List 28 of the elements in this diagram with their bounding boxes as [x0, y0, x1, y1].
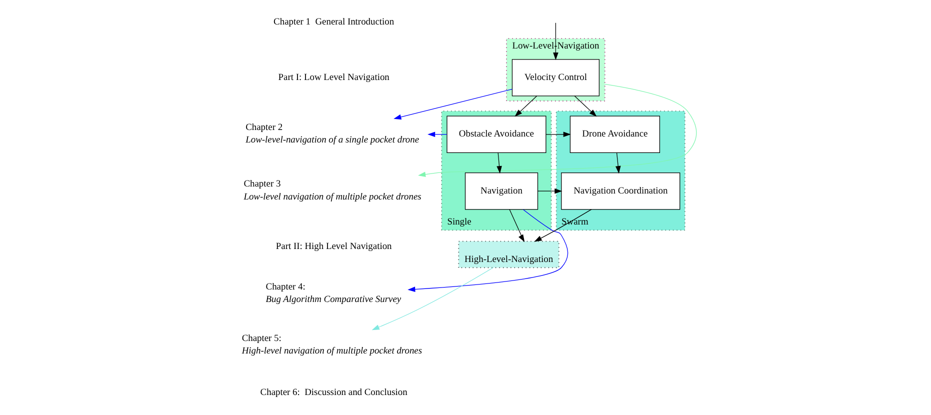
node-text: Chapter 3 Low-level navigation of multiple pocket drones: [243, 180, 421, 202]
label: Part I: Low Level Navigation: [278, 72, 389, 83]
arrow: [418, 84, 696, 178]
node-box: Navigation: [464, 172, 538, 210]
node-text: Chapter 4: Bug Algorithm Comparative Survey: [265, 282, 401, 306]
node-box: Obstacle Avoidance: [446, 116, 546, 153]
label: Chapter 6: Discussion and Conclusion: [260, 388, 407, 398]
node-box: Navigation Coordination: [560, 172, 680, 210]
arrow: [393, 88, 512, 120]
node-box: Velocity Control: [511, 59, 600, 96]
node-box: High-Level-Navigation: [458, 240, 559, 268]
node-text: Chapter 2 Low-level-navigation of a single pocket drone: [245, 122, 419, 146]
label: Chapter 1 General Introduction: [273, 17, 394, 28]
arrow: [545, 132, 570, 138]
arrow: [536, 188, 562, 194]
arrow: [514, 96, 537, 117]
arrow: [496, 152, 502, 174]
arrow: [615, 152, 620, 174]
arrow: [427, 132, 447, 138]
arrow: [508, 209, 524, 242]
label: Part II: High Level Navigation: [275, 242, 392, 252]
node-text: Chapter 5: High-level navigation of multiple pocket drones: [241, 334, 422, 357]
arrow: [552, 22, 558, 60]
node-box: Drone Avoidance: [569, 116, 660, 153]
arrow: [371, 267, 493, 330]
arrow: [407, 209, 568, 292]
arrow: [574, 96, 596, 117]
arrow: [534, 209, 592, 242]
